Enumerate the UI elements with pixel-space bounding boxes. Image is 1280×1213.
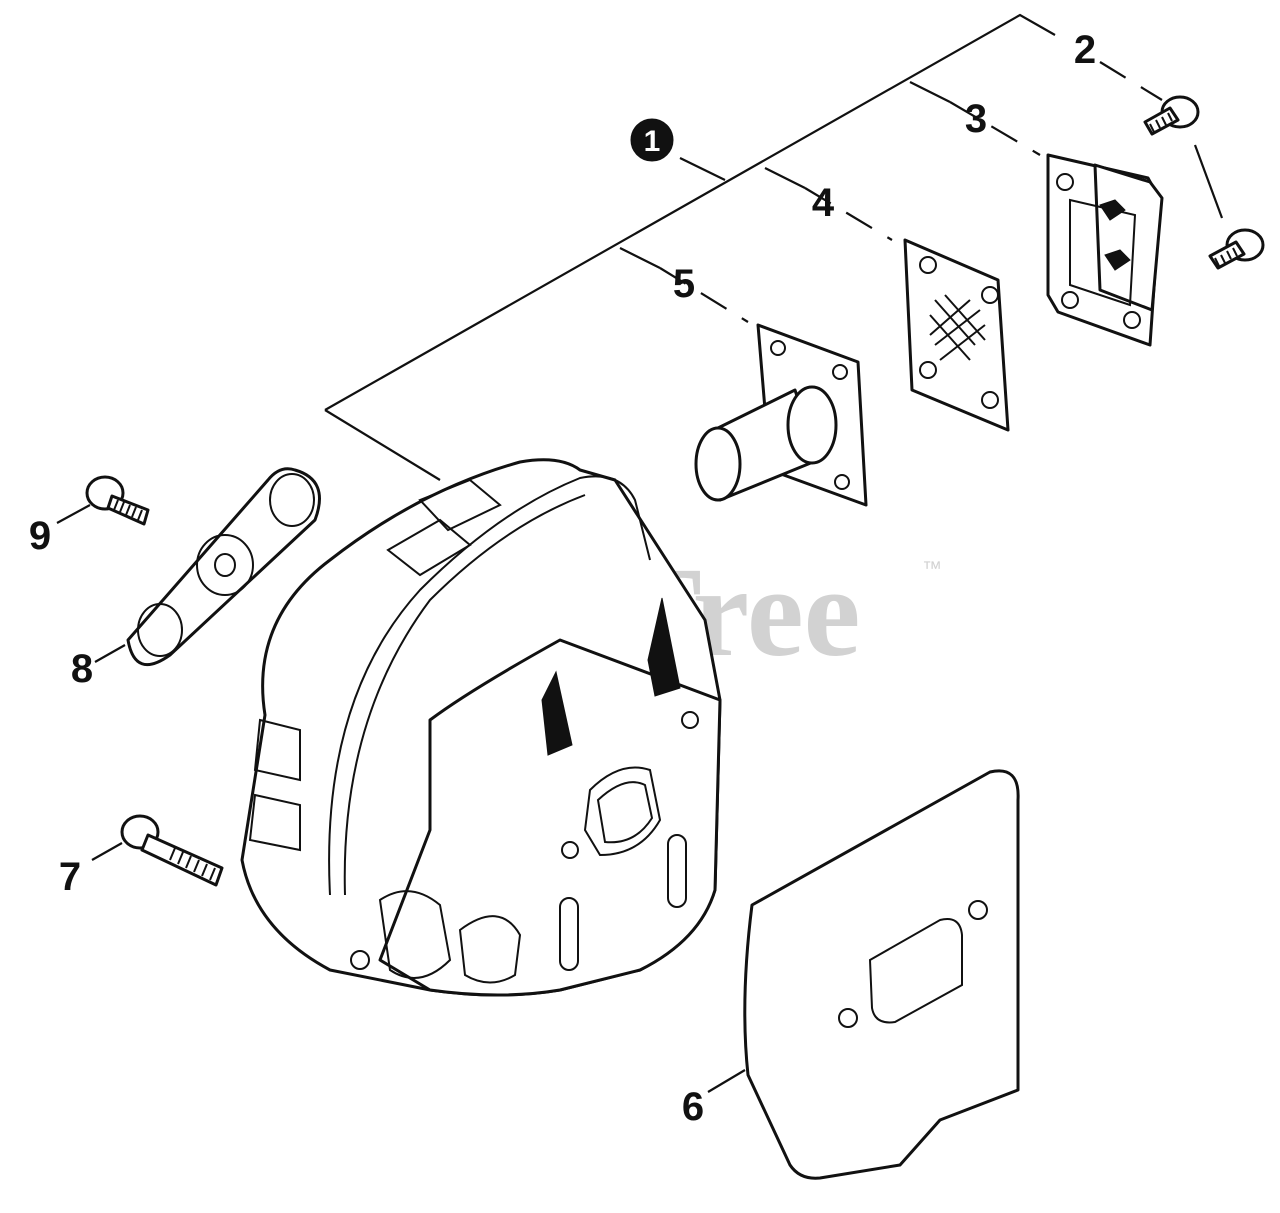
callout-2: 2	[1074, 28, 1096, 72]
screen-gasket-part-4[interactable]	[903, 238, 1010, 432]
outlet-pipe-part-5[interactable]	[694, 323, 868, 507]
screw-part-2-lower[interactable]	[1208, 228, 1265, 270]
muffler-body[interactable]	[240, 458, 722, 997]
bolt-part-9[interactable]	[85, 475, 150, 526]
svg-text:1: 1	[644, 125, 661, 158]
callout-1: 1	[630, 118, 674, 162]
callout-3: 3	[965, 97, 987, 141]
callout-9: 9	[29, 514, 51, 558]
callout-5: 5	[673, 262, 695, 306]
assembly-leader-lines	[56, 13, 1224, 1093]
bolt-part-7[interactable]	[120, 814, 224, 887]
exhaust-gasket-part-6[interactable]	[743, 769, 1020, 1180]
callout-8: 8	[71, 647, 93, 691]
watermark-trademark: ™	[922, 558, 942, 580]
callout-6: 6	[682, 1085, 704, 1129]
plate-part-8[interactable]	[126, 467, 321, 666]
callout-4: 4	[812, 181, 835, 225]
screen-housing-part-3[interactable]	[1046, 153, 1164, 347]
callout-7: 7	[59, 855, 81, 899]
screw-part-2-upper[interactable]	[1143, 95, 1200, 136]
